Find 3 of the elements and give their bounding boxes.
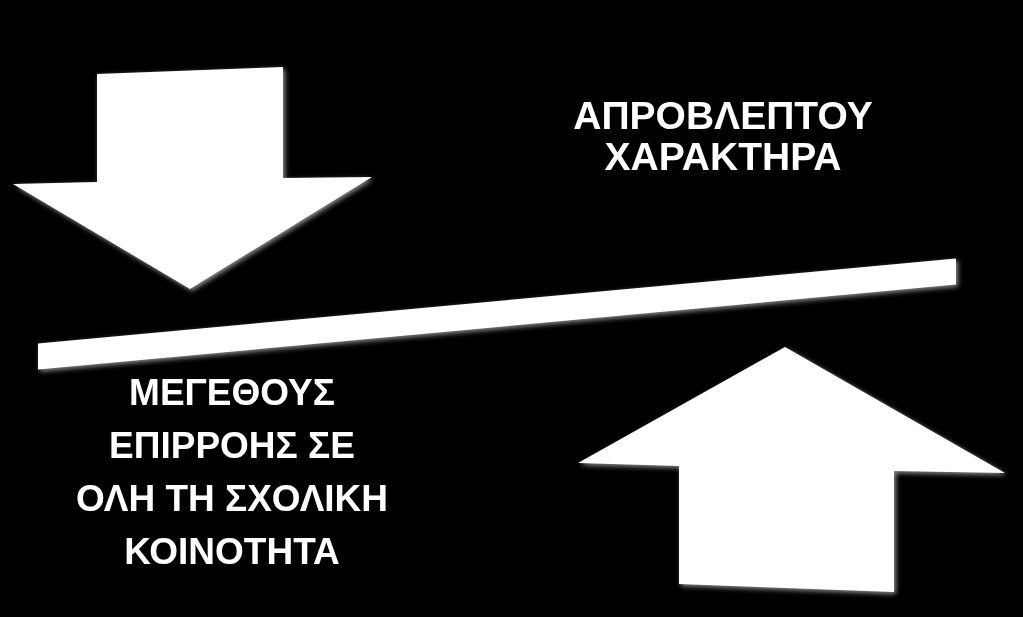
tilted-bar — [38, 258, 956, 370]
caption-text: ΑΠΡΟΒΛΕΠΤΟΥ ΧΑΡΑΚΤΗΡΑ — [572, 95, 874, 177]
caption-text: ΜΕΓΕΘΟΥΣ ΕΠΙΡΡΟΗΣ ΣΕ ΟΛΗ ΤΗ ΣΧΟΛΙΚΗ ΚΟΙΝΟΤΗΤΑ — [74, 371, 390, 574]
